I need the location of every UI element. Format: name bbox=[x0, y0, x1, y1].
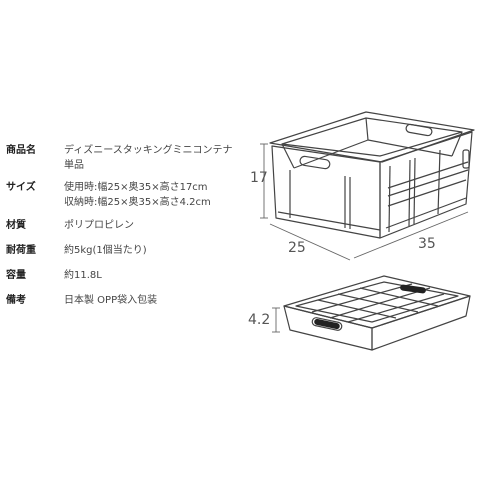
spec-value-line: 使用時:幅25×奥35×高さ17cm bbox=[64, 182, 208, 193]
spec-value: 使用時:幅25×奥35×高さ17cm 収納時:幅25×奥35×高さ4.2cm bbox=[64, 180, 211, 210]
handle-icons bbox=[314, 284, 426, 330]
spec-value-line: 収納時:幅25×奥35×高さ4.2cm bbox=[64, 197, 211, 208]
dimension-height-open: 17 bbox=[250, 170, 268, 186]
spec-label: 耐荷重 bbox=[6, 245, 36, 256]
spec-label: サイズ bbox=[6, 182, 36, 193]
spec-value: 約5kg(1個当たり) bbox=[64, 243, 147, 258]
spec-value-line: ディズニースタッキングミニコンテナ bbox=[64, 145, 233, 156]
spec-value: 日本製 OPP袋入包装 bbox=[64, 293, 157, 308]
spec-value-line: ポリプロピレン bbox=[64, 220, 134, 231]
dimension-lines-folded bbox=[272, 307, 280, 333]
spec-value-line: 日本製 OPP袋入包装 bbox=[64, 295, 158, 306]
dimension-width: 25 bbox=[288, 240, 306, 256]
spec-value-line: 単品 bbox=[64, 160, 84, 171]
handle-icon bbox=[314, 318, 340, 330]
handle-icon bbox=[400, 284, 426, 294]
open-container-drawing bbox=[269, 111, 475, 239]
spec-value: 約11.8L bbox=[64, 268, 102, 283]
spec-value: ポリプロピレン bbox=[64, 218, 134, 233]
spec-value: ディズニースタッキングミニコンテナ 単品 bbox=[64, 143, 233, 173]
spec-label: 容量 bbox=[6, 270, 26, 281]
spec-value-line: 約11.8L bbox=[64, 270, 102, 281]
dimension-lines-open bbox=[260, 143, 469, 261]
spec-label: 備考 bbox=[6, 295, 26, 306]
dimension-height-folded: 4.2 bbox=[248, 312, 271, 328]
folded-container-drawing bbox=[283, 275, 471, 351]
spec-label: 材質 bbox=[6, 220, 26, 231]
spec-label: 商品名 bbox=[6, 145, 36, 156]
dimension-depth: 35 bbox=[418, 236, 436, 252]
spec-value-line: 約5kg(1個当たり) bbox=[64, 245, 147, 256]
